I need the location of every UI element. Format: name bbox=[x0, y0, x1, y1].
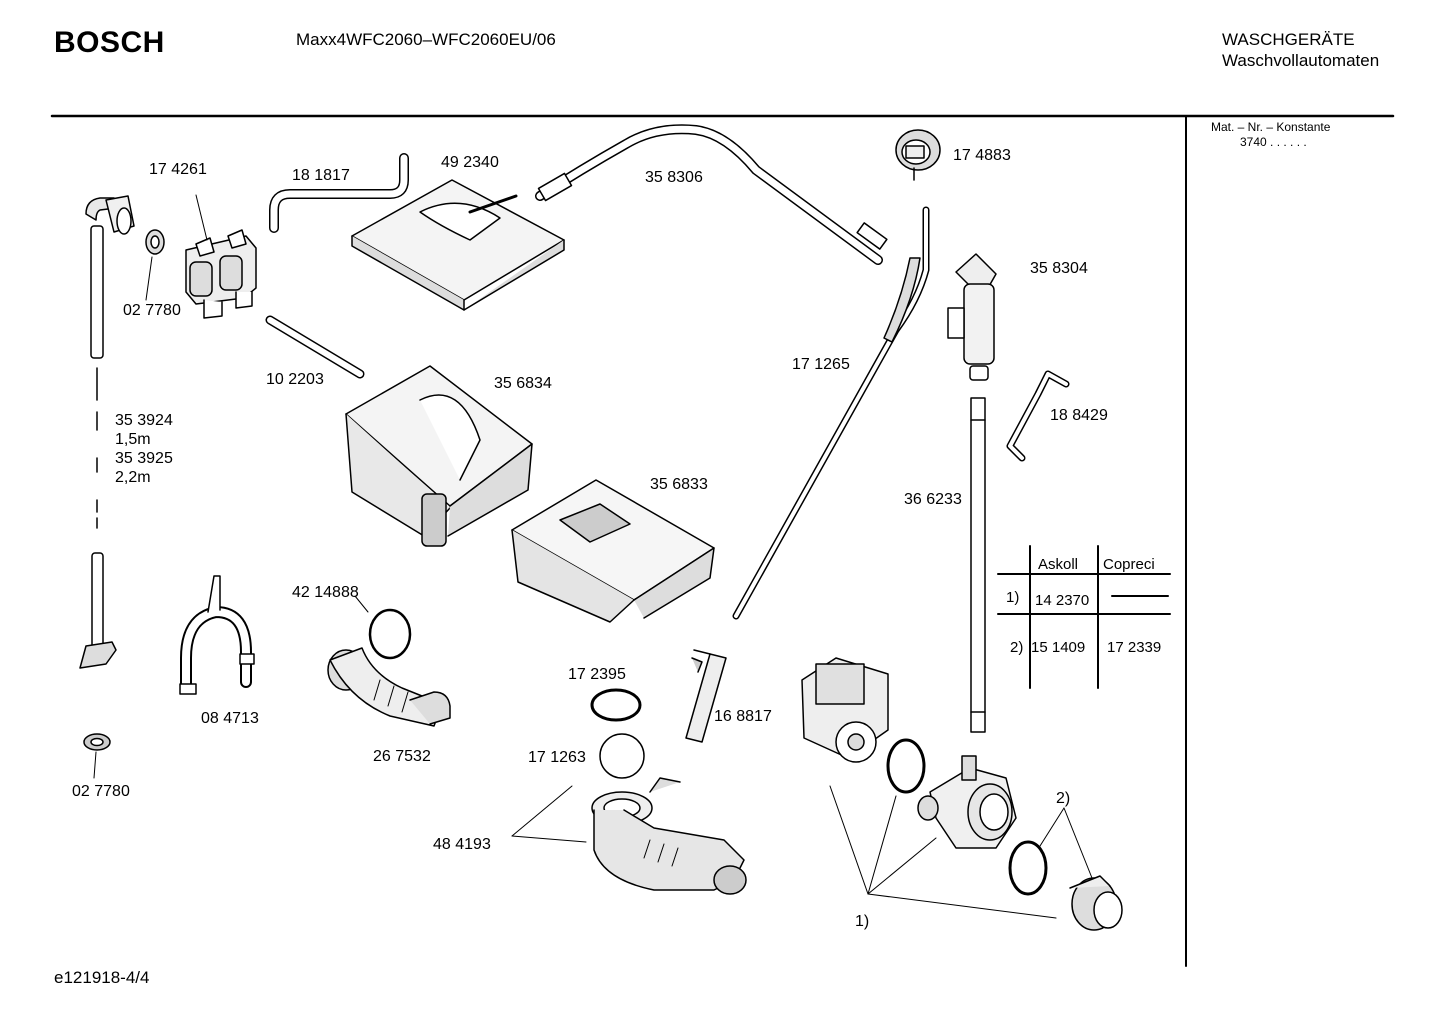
table-row2-copreci: 17 2339 bbox=[1107, 639, 1161, 656]
pump-filter-part bbox=[1069, 875, 1123, 931]
label-note-1: 1) bbox=[855, 913, 869, 930]
label-02-7780-top: 02 7780 bbox=[123, 302, 181, 319]
label-18-1817: 18 1817 bbox=[292, 167, 350, 184]
brand-logo: BOSCH bbox=[54, 26, 165, 59]
dispenser-drawer-part bbox=[511, 479, 715, 623]
dispenser-lid-part bbox=[351, 179, 565, 311]
variant-table-grid bbox=[997, 545, 1171, 689]
air-chamber-part bbox=[947, 253, 997, 381]
table-row1-askoll: 14 2370 bbox=[1035, 592, 1089, 609]
label-18-8429: 18 8429 bbox=[1050, 407, 1108, 424]
leader-48-4193-b bbox=[511, 785, 573, 837]
sump-hose-part bbox=[591, 777, 747, 895]
label-length-2: 2,2m bbox=[115, 469, 151, 486]
label-26-7532: 26 7532 bbox=[373, 748, 431, 765]
pump-housing-part bbox=[917, 755, 1017, 849]
label-17-4883: 17 4883 bbox=[953, 147, 1011, 164]
label-35-6833: 35 6833 bbox=[650, 476, 708, 493]
table-row2-askoll: 15 1409 bbox=[1031, 639, 1085, 656]
label-35-8304: 35 8304 bbox=[1030, 260, 1088, 277]
dispenser-housing-part bbox=[345, 365, 533, 547]
seal-ring-42-14888 bbox=[368, 608, 412, 660]
label-17-1263: 17 1263 bbox=[528, 749, 586, 766]
pipe-10-2203 bbox=[267, 317, 363, 377]
category-heading: WASCHGERÄTE bbox=[1222, 30, 1355, 49]
ball-valve-17-1263 bbox=[599, 733, 645, 779]
label-42-14888: 42 14888 bbox=[292, 584, 359, 601]
bellow-hose-part bbox=[327, 647, 451, 727]
label-08-4713: 08 4713 bbox=[201, 710, 259, 727]
label-note-2: 2) bbox=[1056, 790, 1070, 807]
table-header-askoll: Askoll bbox=[1038, 556, 1078, 573]
pressure-tube-sleeve bbox=[883, 257, 921, 343]
sidebar-material-value: 3740 . . . . . . bbox=[1240, 135, 1307, 149]
label-35-3925: 35 3925 bbox=[115, 450, 173, 467]
table-row1-marker: 1) bbox=[1006, 589, 1019, 606]
seal-washer-bottom bbox=[83, 733, 111, 779]
inlet-hose-part bbox=[79, 195, 135, 669]
label-49-2340: 49 2340 bbox=[441, 154, 499, 171]
label-17-2395: 17 2395 bbox=[568, 666, 626, 683]
leaders-note-1 bbox=[829, 785, 1057, 919]
category-subheading: Waschvollautomaten bbox=[1222, 51, 1380, 70]
hose-35-8306 bbox=[536, 125, 882, 264]
drain-pump-part bbox=[801, 657, 889, 763]
heating-sensor-part bbox=[685, 649, 727, 743]
hose-connector bbox=[537, 172, 573, 202]
hose-end-connector bbox=[856, 222, 888, 250]
label-10-2203: 10 2203 bbox=[266, 371, 324, 388]
label-17-4261: 17 4261 bbox=[149, 161, 207, 178]
hose-35-8306-outline bbox=[535, 124, 883, 265]
label-35-8306: 35 8306 bbox=[645, 169, 703, 186]
label-02-7780-bottom: 02 7780 bbox=[72, 783, 130, 800]
hose-bracket-part bbox=[179, 575, 255, 695]
drain-hose-part bbox=[970, 397, 986, 733]
model-title: Maxx4WFC2060–WFC2060EU/06 bbox=[296, 30, 556, 49]
sidebar-material-title: Mat. – Nr. – Konstante bbox=[1211, 120, 1331, 134]
label-16-8817: 16 8817 bbox=[714, 708, 772, 725]
label-36-6233: 36 6233 bbox=[904, 491, 962, 508]
label-35-3924: 35 3924 bbox=[115, 412, 173, 429]
seal-ring-17-2395 bbox=[590, 688, 642, 722]
pressure-tube-outline bbox=[732, 206, 930, 620]
filter-seal-ring bbox=[1008, 840, 1048, 896]
label-48-4193: 48 4193 bbox=[433, 836, 491, 853]
leader-48-4193-a bbox=[511, 835, 587, 843]
label-length-1: 1,5m bbox=[115, 431, 151, 448]
seal-washer-top bbox=[145, 229, 165, 301]
leaders-note-2 bbox=[1039, 807, 1093, 879]
label-35-6834: 35 6834 bbox=[494, 375, 552, 392]
diagram-code: e121918-4/4 bbox=[54, 968, 150, 987]
leader-42-14888 bbox=[354, 595, 369, 613]
pressure-tube bbox=[734, 208, 928, 618]
table-row2-marker: 2) bbox=[1010, 639, 1023, 656]
inlet-valve-part bbox=[185, 194, 257, 319]
pump-seal-ring bbox=[886, 738, 926, 794]
hose-18-1817 bbox=[270, 154, 408, 232]
table-header-copreci: Copreci bbox=[1103, 556, 1155, 573]
pressure-switch-part bbox=[895, 129, 941, 181]
label-17-1265: 17 1265 bbox=[792, 356, 850, 373]
pipe-18-8429 bbox=[1008, 372, 1068, 460]
